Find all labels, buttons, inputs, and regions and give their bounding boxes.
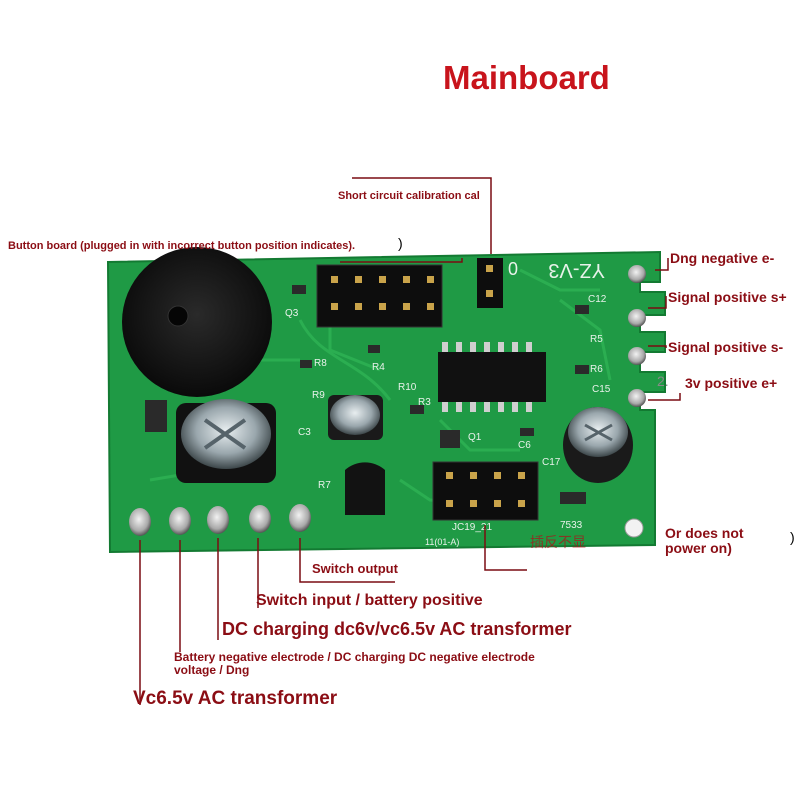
silkscreen-label: C6 (518, 440, 531, 451)
ic-chip (438, 342, 546, 412)
silkscreen-label: Q1 (468, 432, 482, 443)
label-or-not-power: Or does not power on) (665, 525, 744, 557)
label-button-board: Button board (plugged in with incorrect … (8, 240, 356, 252)
calibration-jumper (477, 258, 503, 308)
bottom-pads (129, 504, 311, 536)
label-dc-charging: DC charging dc6v/vc6.5v AC transformer (222, 619, 572, 639)
silkscreen-label: R7 (318, 480, 331, 491)
silkscreen-label: Q3 (285, 308, 299, 319)
silkscreen-label: 11(01-A) (425, 537, 459, 547)
silkscreen-label: R3 (418, 397, 431, 408)
pcb-version-zero: 0 (508, 259, 518, 279)
silkscreen-label: C15 (592, 384, 611, 395)
chinese-overlay: 插反不显 (530, 535, 586, 551)
silkscreen: YZ-V3 0 Q3 R8 R9 R4 R10 R3 C3 R7 Q1 C6 C… (285, 259, 611, 547)
smd-components (145, 285, 589, 504)
right-pads (624, 265, 646, 538)
sensor-header (432, 461, 539, 521)
label-three-v: 3v positive e+ (685, 375, 778, 391)
pcb-version: YZ-V3 (548, 259, 605, 281)
label-short-circuit: Short circuit calibration cal (338, 190, 480, 202)
silkscreen-label: R5 (590, 334, 603, 345)
diagram-title: Mainboard (443, 59, 610, 96)
silkscreen-label: 7533 (560, 520, 583, 531)
buzzer (122, 247, 272, 397)
silkscreen-label: JC19_21 (452, 522, 492, 533)
silkscreen-label: C3 (298, 427, 311, 438)
silkscreen-label: R9 (312, 390, 325, 401)
silkscreen-label: R10 (398, 382, 417, 393)
leader-lines (139, 177, 681, 705)
silkscreen-label: R6 (590, 364, 603, 375)
right-capacitor (563, 407, 633, 483)
label-button-board-paren: ) (398, 235, 403, 251)
label-dng-negative: Dng negative e- (670, 250, 775, 266)
silkscreen-label: R4 (372, 362, 385, 373)
silkscreen-label: C17 (542, 457, 561, 468)
label-switch-output: Switch output (312, 561, 398, 576)
small-capacitor (328, 395, 383, 440)
silkscreen-label: R8 (314, 358, 327, 369)
label-signal-pos-minus: Signal positive s- (668, 339, 784, 355)
large-capacitor (176, 399, 276, 483)
label-or-not-power-paren: ) (790, 529, 795, 545)
transistor (345, 462, 385, 515)
label-vc65: Vc6.5v AC transformer (133, 688, 338, 709)
label-switch-input: Switch input / battery positive (256, 592, 483, 609)
label-signal-pos-plus: Signal positive s+ (668, 289, 787, 305)
silkscreen-label: C12 (588, 294, 607, 305)
button-board-header (316, 264, 443, 328)
label-three-v-prefix: 2. (657, 373, 669, 389)
label-battery-negative: Battery negative electrode / DC charging… (174, 650, 535, 678)
